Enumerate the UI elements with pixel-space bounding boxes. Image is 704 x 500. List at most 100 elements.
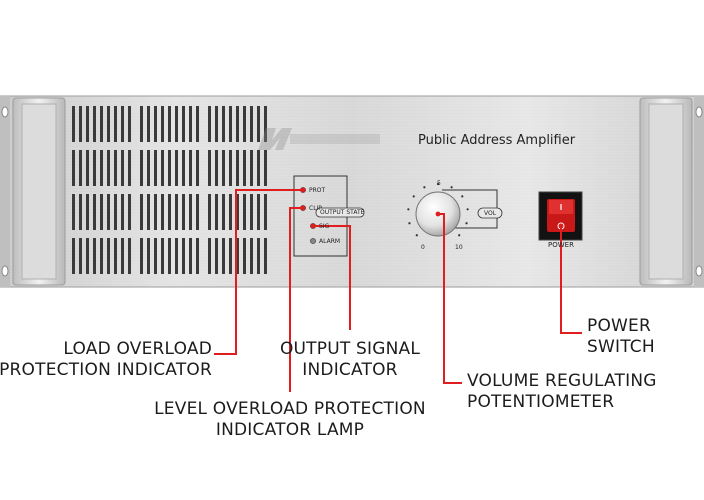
vent-slot: [100, 238, 103, 274]
sig-label: SIG: [319, 223, 330, 230]
vent-slot: [154, 150, 157, 186]
vent-slot: [175, 106, 178, 142]
vent-slot: [182, 106, 185, 142]
knob-scale-dot: [412, 195, 415, 198]
vent-slot: [79, 150, 82, 186]
callout-output-signal-line2: INDICATOR: [302, 360, 398, 380]
vent-slot: [229, 106, 232, 142]
knob-scale-dot: [450, 186, 453, 189]
vent-slot: [182, 194, 185, 230]
callout-level-overload-line1: LEVEL OVERLOAD PROTECTION: [154, 399, 426, 419]
knob-scale-dot: [436, 182, 440, 186]
callout-load-overload: LOAD OVERLOAD PROTECTION INDICATOR: [0, 339, 212, 381]
vent-slot: [147, 150, 150, 186]
knob-scale-max: 10: [455, 244, 463, 251]
vent-slot: [79, 194, 82, 230]
vent-slot: [168, 150, 171, 186]
vent-slot: [100, 150, 103, 186]
vent-slot: [140, 150, 143, 186]
vent-slot: [215, 106, 218, 142]
vent-slot: [208, 150, 211, 186]
vent-slot: [189, 194, 192, 230]
vent-slot: [196, 150, 199, 186]
vent-slot: [161, 238, 164, 274]
vent-slot: [86, 238, 89, 274]
vent-slot: [243, 106, 246, 142]
vent-slot: [175, 194, 178, 230]
knob-scale-mid: 5: [437, 180, 441, 187]
vent-slot: [147, 238, 150, 274]
vent-slot: [196, 194, 199, 230]
vent-slot: [222, 106, 225, 142]
vent-slot: [222, 194, 225, 230]
vent-slot: [215, 150, 218, 186]
vent-slot: [79, 106, 82, 142]
vent-slot: [147, 194, 150, 230]
callout-power: POWER SWITCH: [587, 316, 655, 358]
vent-slot: [121, 194, 124, 230]
vent-slot: [264, 238, 267, 274]
knob-scale-dot: [423, 186, 426, 189]
alarm-label: ALARM: [319, 238, 341, 245]
vent-slot: [168, 194, 171, 230]
vent-slot: [215, 238, 218, 274]
knob-scale-dot: [465, 222, 468, 225]
vent-slot: [168, 106, 171, 142]
vent-slot: [257, 150, 260, 186]
vent-slot: [250, 150, 253, 186]
vent-slot: [189, 150, 192, 186]
leader-load-overload: [214, 189, 303, 355]
vent-slot: [250, 106, 253, 142]
vent-slot: [114, 150, 117, 186]
vent-slot: [147, 106, 150, 142]
vent-slot: [93, 194, 96, 230]
vent-slot: [243, 194, 246, 230]
right-handle[interactable]: [639, 97, 693, 286]
vent-slot: [86, 106, 89, 142]
vent-slot: [243, 150, 246, 186]
vent-slot: [189, 238, 192, 274]
vent-slot: [175, 238, 178, 274]
vent-slot: [79, 238, 82, 274]
vent-slot: [140, 106, 143, 142]
clip-label: CLIP: [309, 205, 322, 212]
callout-output-signal: OUTPUT SIGNAL INDICATOR: [272, 339, 428, 381]
left-handle[interactable]: [12, 97, 66, 286]
callout-volume-line2: POTENTIOMETER: [467, 392, 615, 412]
vent-slot: [114, 194, 117, 230]
vent-slot: [114, 238, 117, 274]
vent-slot: [107, 194, 110, 230]
callout-level-overload: LEVEL OVERLOAD PROTECTION INDICATOR LAMP: [150, 399, 430, 441]
vent-slot: [121, 238, 124, 274]
callout-load-overload-line2: PROTECTION INDICATOR: [0, 360, 212, 380]
vent-slot: [264, 150, 267, 186]
vent-slot: [107, 106, 110, 142]
vent-slot: [121, 106, 124, 142]
knob-scale-dot: [415, 234, 418, 237]
power-switch-assembly: [538, 191, 583, 241]
knob-scale-dot: [466, 208, 469, 211]
vent-slot: [72, 238, 75, 274]
vent-slot: [196, 106, 199, 142]
vent-slot: [100, 106, 103, 142]
prot-label: PROT: [309, 187, 326, 194]
vent-slot: [182, 238, 185, 274]
knob-scale-dots: [407, 182, 469, 237]
knob-scale-dot: [407, 208, 410, 211]
callout-volume-line1: VOLUME REGULATING: [467, 371, 657, 391]
vent-slot: [93, 106, 96, 142]
vent-slot: [154, 106, 157, 142]
vent-slot: [243, 238, 246, 274]
vent-slot: [100, 194, 103, 230]
vent-slot: [236, 106, 239, 142]
vent-slot: [257, 194, 260, 230]
brand-logo: [258, 128, 380, 150]
vent-slot: [264, 194, 267, 230]
vent-slot: [168, 238, 171, 274]
vent-slot: [161, 194, 164, 230]
rack-front-panel: [0, 95, 704, 288]
leader-output-signal: [313, 225, 351, 330]
vent-slot: [128, 194, 131, 230]
